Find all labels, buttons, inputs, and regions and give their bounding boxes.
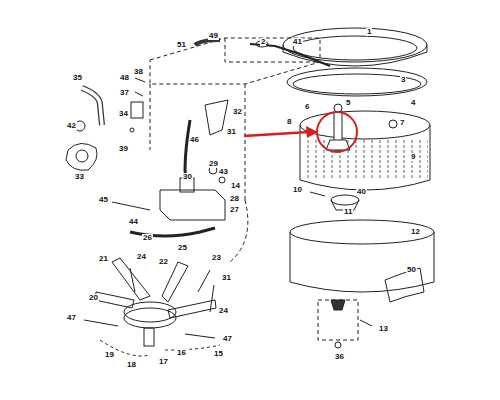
callout-number: 9 bbox=[410, 153, 416, 161]
callout-number: 22 bbox=[158, 258, 169, 266]
callout-number: 49 bbox=[208, 32, 219, 40]
callout-number: 32 bbox=[232, 108, 243, 116]
callout-number: 3 bbox=[400, 76, 406, 84]
callout-number: 13 bbox=[378, 325, 389, 333]
callout-number: 38 bbox=[133, 68, 144, 76]
callout-number: 41 bbox=[292, 38, 303, 46]
callout-number: 4 bbox=[410, 99, 416, 107]
callout-number: 27 bbox=[229, 206, 240, 214]
callout-number: 36 bbox=[334, 353, 345, 361]
callout-number: 21 bbox=[98, 255, 109, 263]
callout-number: 19 bbox=[104, 351, 115, 359]
callout-number: 16 bbox=[176, 349, 187, 357]
callout-number: 29 bbox=[208, 160, 219, 168]
callout-number: 25 bbox=[177, 244, 188, 252]
callout-number: 5 bbox=[345, 99, 351, 107]
callout-number: 40 bbox=[356, 188, 367, 196]
callout-number: 47 bbox=[66, 314, 77, 322]
callout-number: 24 bbox=[136, 253, 147, 261]
callout-number: 26 bbox=[142, 234, 153, 242]
callout-number: 10 bbox=[292, 186, 303, 194]
callout-number: 35 bbox=[72, 74, 83, 82]
callout-number: 51 bbox=[176, 41, 187, 49]
callout-number: 2 bbox=[260, 38, 266, 46]
callout-number: 20 bbox=[88, 294, 99, 302]
callout-number: 44 bbox=[128, 218, 139, 226]
callout-number: 31 bbox=[221, 274, 232, 282]
callout-number: 31 bbox=[226, 128, 237, 136]
callout-number: 1 bbox=[366, 28, 372, 36]
callout-number: 33 bbox=[74, 173, 85, 181]
callout-number: 6 bbox=[304, 103, 310, 111]
callout-number: 17 bbox=[158, 358, 169, 366]
callout-number: 8 bbox=[286, 118, 292, 126]
callout-number: 15 bbox=[213, 350, 224, 358]
callout-number: 42 bbox=[66, 122, 77, 130]
callout-number: 23 bbox=[211, 254, 222, 262]
callout-number: 43 bbox=[218, 168, 229, 176]
callout-number: 11 bbox=[343, 208, 353, 216]
callout-number: 34 bbox=[118, 110, 129, 118]
callout-number: 48 bbox=[119, 74, 130, 82]
callout-number: 37 bbox=[119, 89, 130, 97]
callout-number: 24 bbox=[218, 307, 229, 315]
callout-number: 39 bbox=[118, 145, 129, 153]
callout-number: 7 bbox=[399, 119, 405, 127]
callout-number: 46 bbox=[189, 136, 200, 144]
callout-number: 28 bbox=[229, 195, 240, 203]
callout-number: 14 bbox=[230, 182, 241, 190]
callout-number: 18 bbox=[126, 361, 137, 369]
callout-number: 50 bbox=[406, 266, 417, 274]
callout-number: 47 bbox=[222, 335, 233, 343]
callout-number: 30 bbox=[182, 173, 193, 181]
callout-number: 12 bbox=[410, 228, 421, 236]
callout-number: 45 bbox=[98, 196, 109, 204]
